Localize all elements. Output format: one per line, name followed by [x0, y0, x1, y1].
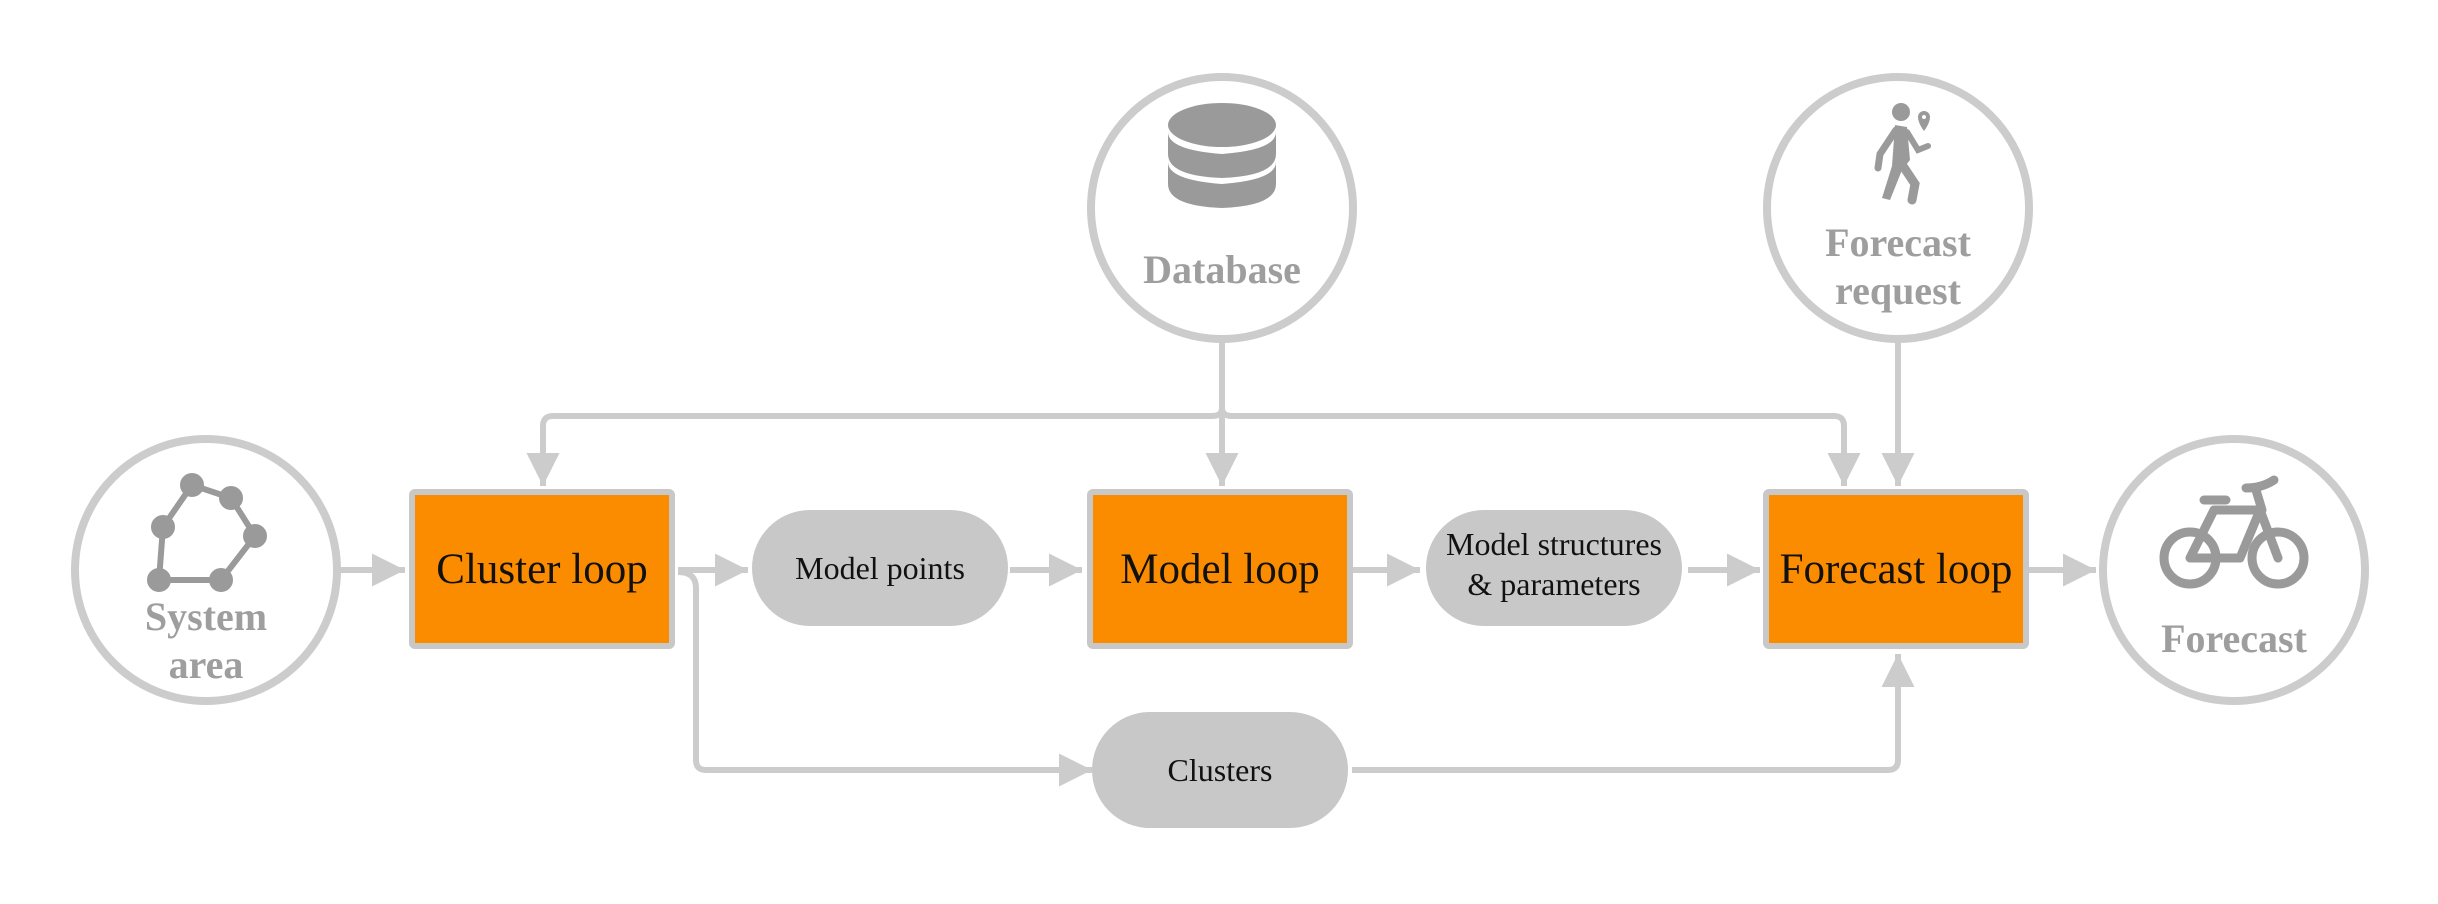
forecast-request-label-line1: Forecast [1825, 220, 1972, 265]
model-structures-label-line2: & parameters [1467, 566, 1640, 602]
system-area-node: System area [71, 435, 341, 705]
cluster-loop-box: Cluster loop [409, 489, 675, 649]
database-icon [1168, 103, 1276, 208]
forecast-loop-box: Forecast loop [1763, 489, 2029, 649]
forecast-request-label-line2: request [1835, 268, 1962, 313]
system-area-label-line1: System [145, 594, 267, 639]
model-points-label: Model points [795, 550, 965, 586]
model-loop-label: Model loop [1120, 546, 1319, 593]
model-points-pill: Model points [752, 510, 1008, 626]
forecast-request-node: Forecast request [1763, 73, 2033, 343]
model-structures-pill: Model structures & parameters [1426, 510, 1682, 626]
bicycle-icon [2159, 475, 2309, 589]
forecast-loop-label: Forecast loop [1780, 546, 2013, 593]
system-area-label-line2: area [169, 642, 244, 687]
cluster-loop-label: Cluster loop [436, 546, 647, 593]
connectors [340, 340, 2096, 787]
model-loop-box: Model loop [1087, 489, 1353, 649]
model-structures-label-line1: Model structures [1446, 526, 1662, 562]
database-label: Database [1143, 247, 1301, 292]
clusters-pill: Clusters [1092, 712, 1348, 828]
clusters-label: Clusters [1168, 752, 1273, 788]
arrow-cluster-to-clusters [677, 569, 1092, 787]
line-horizontal-bus [540, 407, 1844, 486]
pedestrian-location-icon [1874, 103, 1931, 205]
database-node: Database [1087, 73, 1357, 343]
polygon-nodes-icon [147, 473, 267, 592]
forecast-label: Forecast [2161, 616, 2308, 661]
forecast-node: Forecast [2099, 435, 2369, 705]
arrow-clusters-to-forecastloop [1352, 654, 1915, 773]
